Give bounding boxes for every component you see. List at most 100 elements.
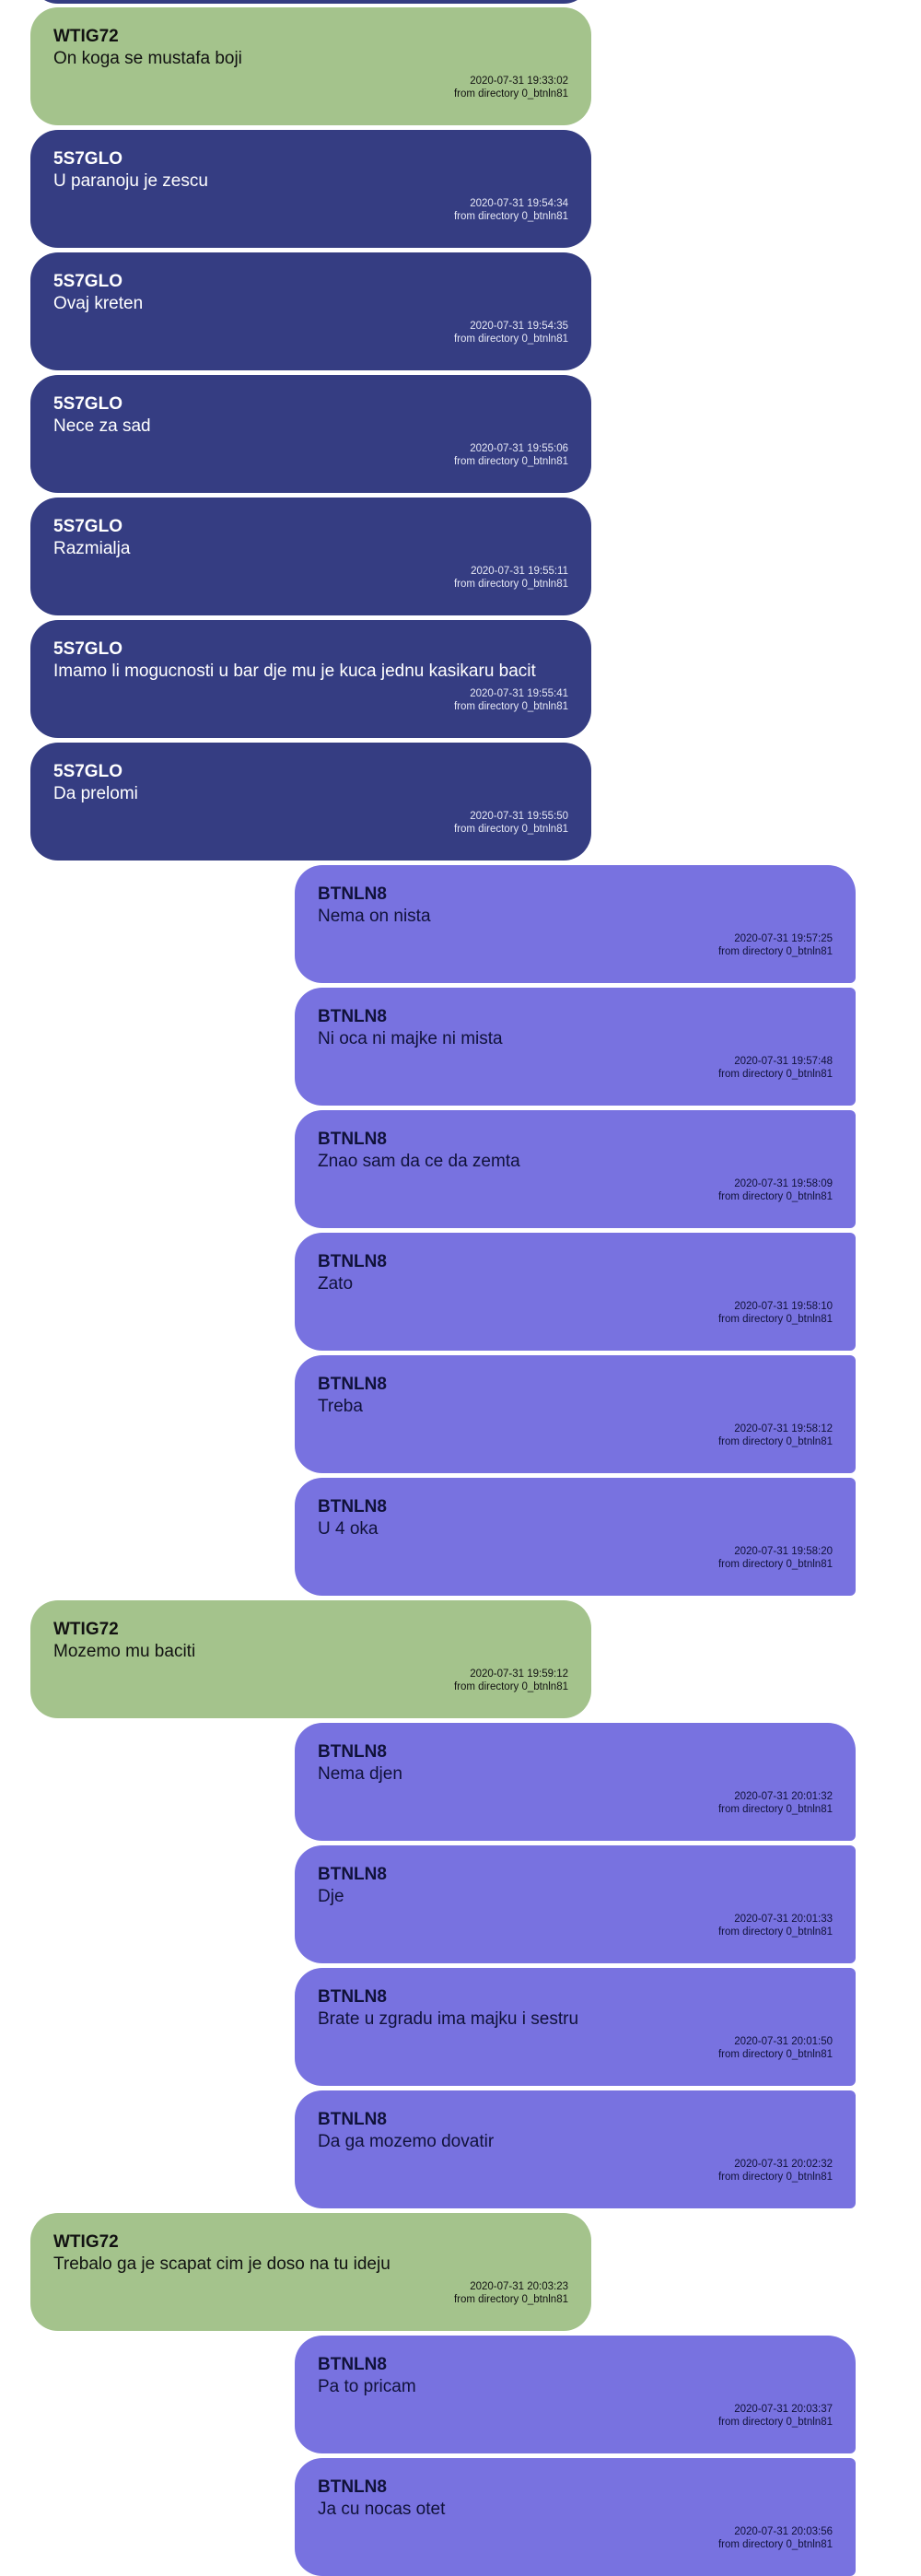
message-text: Dje [318, 1887, 344, 1906]
message-timestamp: 2020-07-31 19:55:50 [470, 811, 568, 822]
message-source: from directory 0_btnln81 [717, 2417, 833, 2428]
message-meta: 2020-07-31 20:03:23 from directory 0_btnl… [454, 2280, 568, 2306]
message-timestamp: 2020-07-31 19:58:12 [734, 1423, 833, 1434]
message-sender: BTNLN8 [318, 1375, 387, 1394]
message-bubble: 5S7GLO Razmialja 2020-07-31 19:55:11 from d… [30, 498, 591, 615]
message-sender: BTNLN8 [318, 2110, 387, 2129]
message-source: from directory 0_btnln81 [453, 334, 568, 345]
message-source: from directory 0_btnln81 [453, 456, 568, 467]
message-timestamp: 2020-07-31 20:01:33 [734, 1914, 833, 1925]
message-text: Imamo li mogucnosti u bar dje mu je kuca… [53, 662, 536, 681]
message-source: from directory 0_btnln81 [453, 1681, 568, 1692]
message-source: from directory 0_btnln81 [717, 2172, 833, 2183]
message-timestamp: 2020-07-31 20:02:32 [734, 2159, 833, 2170]
message-text: Nema on nista [318, 907, 431, 926]
message-source: from directory 0_btnln81 [717, 946, 833, 957]
message-source: from directory 0_btnln81 [717, 1926, 833, 1938]
message-timestamp: 2020-07-31 20:03:37 [734, 2404, 833, 2415]
message-timestamp: 2020-07-31 19:57:25 [734, 933, 833, 944]
message-source: from directory 0_btnln81 [717, 1804, 833, 1815]
message-sender: WTIG72 [53, 27, 119, 46]
message-source: from directory 0_btnln81 [453, 579, 568, 590]
message-timestamp: 2020-07-31 19:57:48 [734, 1056, 833, 1067]
message-timestamp: 2020-07-31 19:58:09 [734, 1178, 833, 1189]
message-source: from directory 0_btnln81 [717, 2049, 833, 2060]
message-text: Zato [318, 1274, 354, 1294]
message-text: Znao sam da ce da zemta [318, 1152, 520, 1171]
message-sender: BTNLN8 [318, 2477, 387, 2497]
message-sender: BTNLN8 [318, 884, 387, 904]
message-sender: BTNLN8 [318, 1497, 387, 1516]
message-source: from directory 0_btnln81 [453, 2294, 568, 2305]
message-text: Trebalo ga je scapat cim je doso na tu i… [53, 2254, 391, 2274]
previous-message-bubble-partial [30, 0, 591, 4]
message-source: from directory 0_btnln81 [453, 824, 568, 835]
message-sender: WTIG72 [53, 2232, 119, 2252]
message-text: Razmialja [53, 539, 131, 558]
message-text: Ni oca ni majke ni mista [318, 1029, 503, 1048]
message-sender: 5S7GLO [53, 517, 122, 536]
message-meta: 2020-07-31 19:55:11 from directory 0_btnl… [454, 565, 568, 591]
message-timestamp: 2020-07-31 19:55:06 [470, 443, 568, 454]
message-source: from directory 0_btnln81 [717, 1436, 833, 1447]
message-sender: BTNLN8 [318, 1252, 387, 1271]
message-sender: 5S7GLO [53, 149, 122, 169]
message-meta: 2020-07-31 19:55:50 from directory 0_btnl… [454, 810, 568, 836]
message-bubble: WTIG72 On koga se mustafa boji 2020-07-31 … [30, 7, 591, 125]
message-sender: BTNLN8 [318, 1742, 387, 1762]
message-text: U 4 oka [318, 1519, 379, 1539]
message-timestamp: 2020-07-31 19:59:12 [470, 1669, 568, 1680]
message-timestamp: 2020-07-31 20:01:32 [734, 1791, 833, 1802]
message-source: from directory 0_btnln81 [453, 211, 568, 222]
message-timestamp: 2020-07-31 19:54:35 [470, 321, 568, 332]
message-source: from directory 0_btnln81 [453, 701, 568, 712]
message-text: Ja cu nocas otet [318, 2500, 446, 2519]
message-source: from directory 0_btnln81 [717, 1069, 833, 1080]
message-meta: 2020-07-31 19:55:06 from directory 0_btnl… [454, 442, 568, 468]
message-text: Treba [318, 1397, 363, 1416]
message-sender: BTNLN8 [318, 1987, 387, 2007]
message-text: Nece za sad [53, 416, 151, 436]
message-meta: 2020-07-31 19:58:12 from directory 0_btnl… [718, 1423, 833, 1448]
message-text: On koga se mustafa boji [53, 49, 242, 68]
message-meta: 2020-07-31 19:57:48 from directory 0_btnl… [718, 1055, 833, 1081]
message-source: from directory 0_btnln81 [453, 88, 568, 100]
message-sender: 5S7GLO [53, 394, 122, 414]
message-timestamp: 2020-07-31 20:03:23 [470, 2281, 568, 2292]
message-text: Ovaj kreten [53, 294, 144, 313]
message-meta: 2020-07-31 19:57:25 from directory 0_btnl… [718, 932, 833, 958]
message-timestamp: 2020-07-31 19:54:34 [470, 198, 568, 209]
message-source: from directory 0_btnln81 [717, 2539, 833, 2550]
message-text: Mozemo mu baciti [53, 1642, 196, 1661]
message-text: Nema djen [318, 1764, 402, 1784]
message-source: from directory 0_btnln81 [717, 1314, 833, 1325]
message-sender: BTNLN8 [318, 1865, 387, 1884]
message-sender: BTNLN8 [318, 1130, 387, 1149]
message-text: Da prelomi [53, 784, 138, 803]
message-timestamp: 2020-07-31 19:55:11 [471, 566, 568, 577]
message-meta: 2020-07-31 20:01:32 from directory 0_btnl… [718, 1790, 833, 1816]
message-text: U paranoju je zescu [53, 171, 208, 191]
message-meta: 2020-07-31 19:54:34 from directory 0_btnl… [454, 197, 568, 223]
